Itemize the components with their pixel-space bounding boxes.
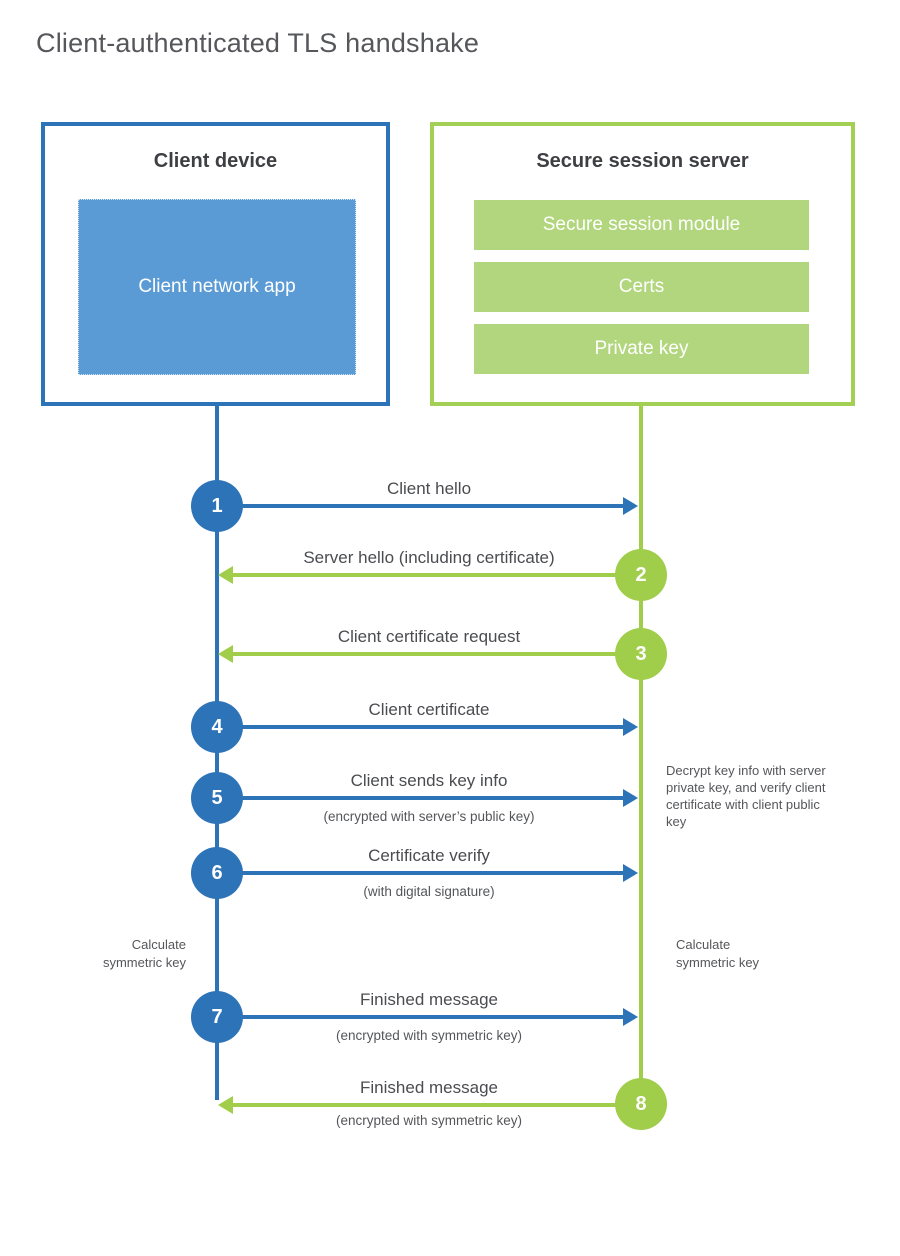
message-label-6: Certificate verify <box>368 846 490 865</box>
client-network-app-box: Client network app <box>78 199 356 375</box>
arrowhead-left-icon <box>218 645 233 663</box>
message-label-1: Client hello <box>386 479 472 498</box>
server-module-secure-session: Secure session module <box>474 200 809 250</box>
step-circle-4: 4 <box>191 701 243 753</box>
message-label-7: Finished message <box>360 990 498 1009</box>
step-circle-1: 1 <box>191 480 243 532</box>
client-device-title: Client device <box>153 150 278 172</box>
server-lifeline <box>639 406 643 1106</box>
message-arrow-2 <box>233 573 641 577</box>
message-subtitle-8: (encrypted with symmetric key) <box>335 1113 523 1128</box>
server-module-certs: Certs <box>474 262 809 312</box>
message-subtitle-7: (encrypted with symmetric key) <box>335 1028 523 1043</box>
message-arrow-1 <box>217 504 623 508</box>
message-arrow-8 <box>233 1103 641 1107</box>
client-device-box: Client device Client network app <box>41 122 390 406</box>
note-decrypt-key-info: Decrypt key info with server private key… <box>666 763 826 829</box>
step-circle-8: 8 <box>615 1078 667 1130</box>
message-arrow-5 <box>217 796 623 800</box>
client-network-app-label: Client network app <box>138 276 296 297</box>
arrowhead-right-icon <box>623 718 638 736</box>
step-circle-2: 2 <box>615 549 667 601</box>
page-title: Client-authenticated TLS handshake <box>36 28 480 58</box>
arrowhead-left-icon <box>218 1096 233 1114</box>
message-label-2: Server hello (including certificate) <box>303 548 555 567</box>
message-label-3: Client certificate request <box>337 627 521 646</box>
message-arrow-6 <box>217 871 623 875</box>
step-circle-6: 6 <box>191 847 243 899</box>
step-circle-5: 5 <box>191 772 243 824</box>
arrowhead-right-icon <box>623 497 638 515</box>
step-circle-3: 3 <box>615 628 667 680</box>
message-label-8: Finished message <box>360 1078 498 1097</box>
step-circle-7: 7 <box>191 991 243 1043</box>
arrowhead-right-icon <box>623 864 638 882</box>
arrowhead-left-icon <box>218 566 233 584</box>
note-calculate-symmetric-key-server: Calculate symmetric key <box>676 937 760 970</box>
client-lifeline <box>215 406 219 1100</box>
message-arrow-3 <box>233 652 641 656</box>
server-module-private-key: Private key <box>474 324 809 374</box>
message-subtitle-5: (encrypted with server’s public key) <box>323 809 535 824</box>
message-arrow-7 <box>217 1015 623 1019</box>
arrowhead-right-icon <box>623 789 638 807</box>
message-label-5: Client sends key info <box>350 771 508 790</box>
message-label-4: Client certificate <box>368 700 490 719</box>
note-calculate-symmetric-key-client: Calculate symmetric key <box>102 937 186 970</box>
message-arrow-4 <box>217 725 623 729</box>
server-title: Secure session server <box>536 150 749 172</box>
arrowhead-right-icon <box>623 1008 638 1026</box>
secure-session-server-box: Secure session server Secure session mod… <box>430 122 855 406</box>
message-subtitle-6: (with digital signature) <box>363 884 495 899</box>
